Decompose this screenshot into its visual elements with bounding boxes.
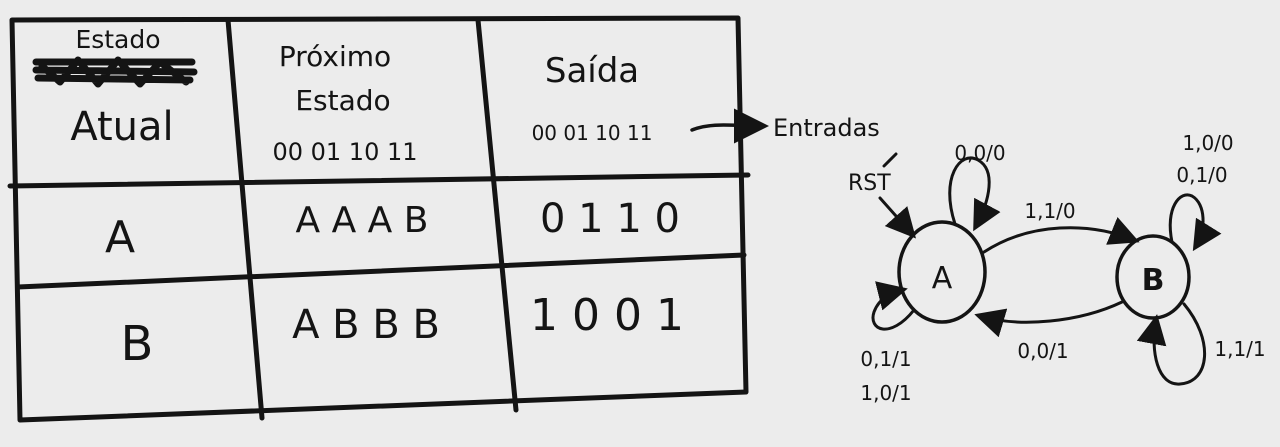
a-self-loop-top-label: 0,0/0 — [954, 141, 1005, 165]
state-b-label: B — [1142, 263, 1165, 298]
a-self-loop-bottom-label-1: 0,1/1 — [860, 347, 911, 371]
row-a-next: A A A B — [296, 200, 429, 241]
header-saida-title: Saída — [545, 51, 639, 91]
state-a-label: A — [932, 261, 953, 296]
entradas-label: Entradas — [773, 114, 880, 142]
b-self-loop-top-label-1: 1,0/0 — [1182, 131, 1233, 155]
row-a-state: A — [105, 212, 135, 263]
header-proximo-estado-inputs: 00 01 10 11 — [272, 138, 417, 166]
state-a-node — [897, 220, 987, 324]
row-b-output: 1 0 0 1 — [530, 290, 684, 341]
table-col-divider-2 — [475, 17, 519, 413]
reset-label: RST — [848, 171, 891, 196]
row-a-output: 0 1 1 0 — [540, 196, 680, 242]
row-b-state: B — [121, 316, 154, 372]
b-to-a-label: 0,0/1 — [1017, 339, 1068, 363]
b-self-loop-top-label-2: 0,1/0 — [1176, 163, 1227, 187]
state-diagram: A B RST 0,0/0 1,1/0 0,0/1 1,0/0 0,1/0 0,… — [848, 131, 1266, 405]
header-estado-atual-line1: Estado — [75, 25, 160, 54]
a-self-loop-top — [948, 156, 1001, 232]
row-b-next: A B B B — [292, 302, 440, 348]
header-saida-inputs: 00 01 10 11 — [532, 121, 653, 145]
a-to-b-label: 1,1/0 — [1024, 199, 1075, 223]
b-self-loop-bottom — [1136, 302, 1207, 386]
reset-arrow — [878, 196, 916, 239]
reset-arrow-tick — [882, 152, 898, 168]
header-estado-atual-line2: Atual — [70, 104, 173, 150]
header-proximo-estado-line2: Estado — [295, 84, 390, 117]
a-self-loop-bottom — [871, 281, 916, 331]
a-to-b-transition — [982, 217, 1140, 254]
entradas-arrow — [690, 108, 769, 144]
scribbled-out-word — [32, 56, 198, 88]
table-col-divider-1 — [225, 17, 265, 421]
b-self-loop-top — [1168, 193, 1222, 252]
a-self-loop-bottom-label-2: 1,0/1 — [860, 381, 911, 405]
table-row-divider-a-b — [15, 252, 747, 290]
table-row-divider-header — [7, 172, 751, 189]
b-self-loop-bottom-label: 1,1/1 — [1214, 337, 1265, 361]
state-table: Estado Atual Próximo Estado 00 01 10 11 … — [7, 15, 880, 423]
header-proximo-estado-line1: Próximo — [279, 40, 391, 73]
b-to-a-transition — [974, 300, 1124, 338]
